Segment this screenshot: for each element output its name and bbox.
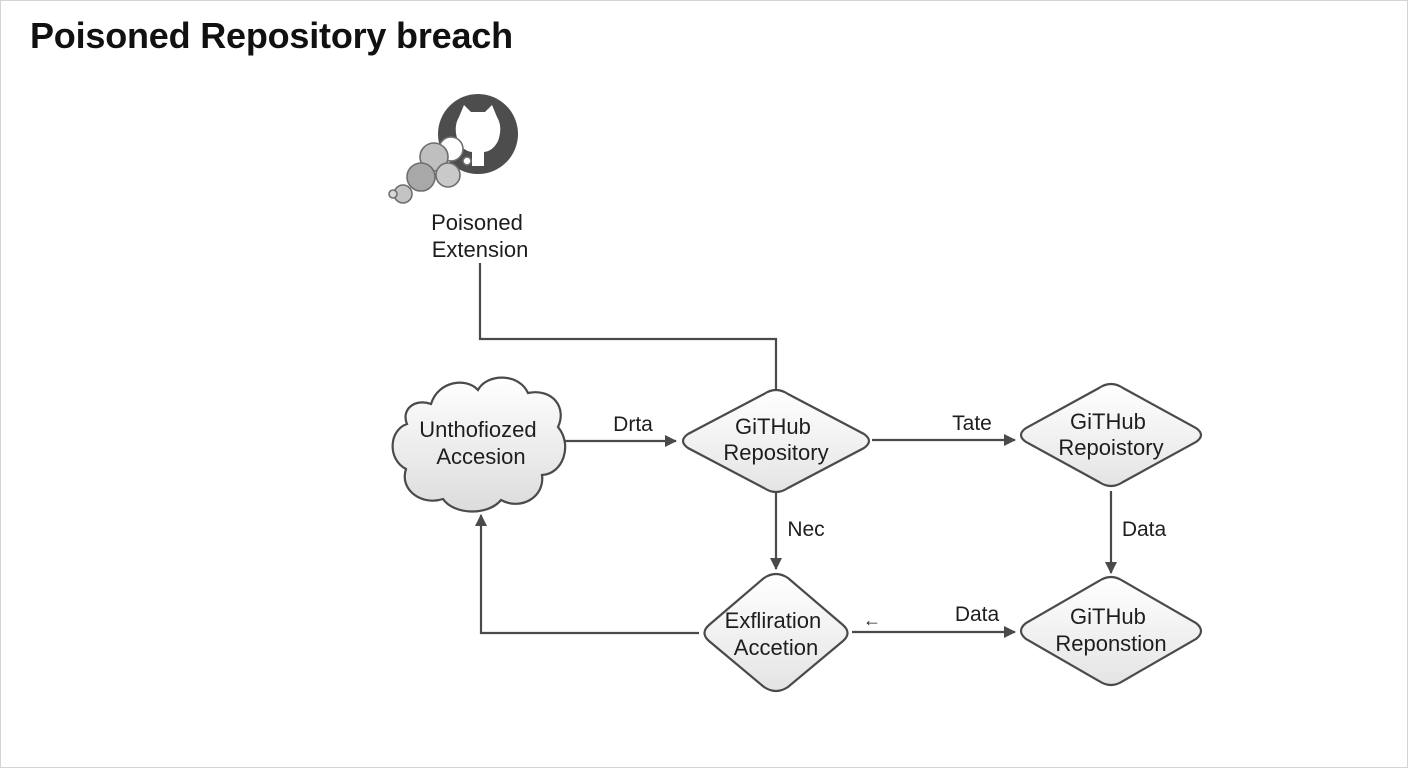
github-logo-icon <box>438 94 518 174</box>
edge-label-data-right: Data <box>1122 518 1167 541</box>
poisoned-extension-node: Poisoned Extension <box>388 94 529 262</box>
cloud-shape <box>391 376 567 513</box>
github-repository-node: GiTHub Repository <box>681 388 871 494</box>
edge-label-nec: Nec <box>787 518 824 541</box>
svg-text:Poisoned Extension: Poisoned Extension <box>431 210 529 262</box>
edge-exfiltration-to-unauthorized <box>475 514 699 635</box>
page-title: Poisoned Repository breach <box>30 15 513 56</box>
github-reponstion-node: GiTHub Reponstion <box>1019 575 1203 687</box>
unauthorized-access-label-line2: Accesion <box>436 444 525 469</box>
exfiltration-label-line2: Accetion <box>734 635 818 660</box>
edge-label-tate: Tate <box>952 412 992 435</box>
github-repository-right-label-line2: Repoistory <box>1058 435 1163 460</box>
github-repository-label-line1: GiTHub <box>735 414 811 439</box>
exfiltration-label-line1: Exfliration <box>725 608 822 633</box>
svg-text:GiTHub Repository: GiTHub Repository <box>723 414 828 465</box>
edge-arrow-glyph: ← <box>863 610 881 630</box>
diamond-shape <box>1019 382 1203 488</box>
github-repository-right-node: GiTHub Repoistory <box>1019 382 1203 488</box>
edge-extension-to-repository <box>478 263 778 389</box>
unauthorized-access-label-line1: Unthofiozed <box>419 417 536 442</box>
diamond-shape <box>681 388 871 494</box>
poisoned-extension-label-line1: Poisoned <box>431 210 523 235</box>
github-repository-label-line2: Repository <box>723 440 828 465</box>
svg-text:Exfliration Accetion: Exfliration Accetion <box>725 608 828 660</box>
edge-label-data-bottom: Data <box>955 603 1000 626</box>
diamond-shape <box>1019 575 1203 687</box>
github-repository-right-label-line1: GiTHub <box>1070 409 1146 434</box>
bubbles-icon <box>388 136 472 204</box>
diamond-shape <box>703 572 849 693</box>
svg-text:GiTHub Reponstion: GiTHub Reponstion <box>1055 604 1166 656</box>
edge-label-drta: Drta <box>613 413 653 436</box>
github-reponstion-label-line1: GiTHub <box>1070 604 1146 629</box>
poisoned-extension-label-line2: Extension <box>432 237 529 262</box>
svg-text:GiTHub Repoistory: GiTHub Repoistory <box>1058 409 1163 460</box>
unauthorized-access-node: Unthofiozed Accesion <box>391 376 567 513</box>
github-reponstion-label-line2: Reponstion <box>1055 631 1166 656</box>
exfiltration-action-node: Exfliration Accetion <box>703 572 849 693</box>
svg-text:Unthofiozed Accesion: Unthofiozed Accesion <box>419 417 543 469</box>
